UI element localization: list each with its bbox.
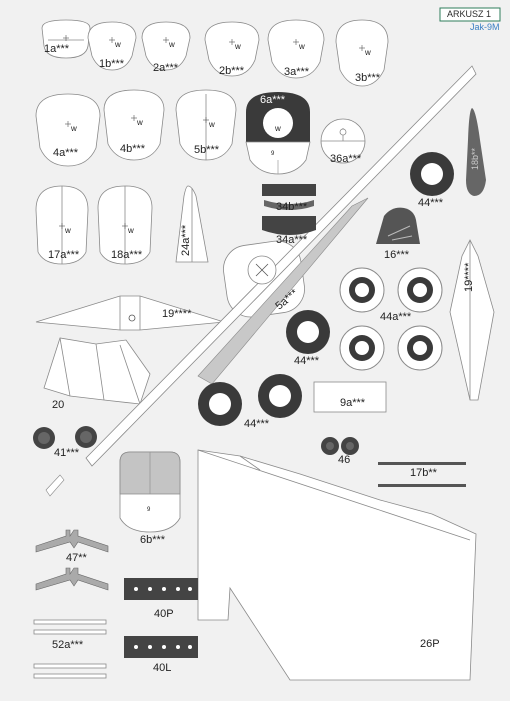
label-17a: 17a*** — [48, 249, 80, 261]
wheel-44-low-1 — [198, 382, 242, 426]
label-18b: 18b** — [470, 147, 480, 170]
label-w-3b: w — [365, 48, 371, 57]
part-40L-shape — [124, 636, 198, 658]
label-w-1b: w — [115, 40, 121, 49]
wheel-44-low-2 — [258, 374, 302, 418]
label-w-5b: w — [209, 120, 215, 129]
label-6b: 6b*** — [140, 534, 166, 546]
label-4a: 4a*** — [53, 147, 79, 159]
label-36a: 36a*** — [330, 153, 362, 165]
wheel-44a-3 — [339, 325, 385, 371]
label-4b: 4b*** — [120, 143, 146, 155]
label-47: 47** — [66, 552, 87, 564]
wheel-44a-2 — [397, 267, 443, 313]
part-47-struts — [35, 529, 109, 591]
label-17b: 17b** — [410, 467, 437, 479]
short-spar — [45, 474, 65, 497]
model-name: Jak-9M — [470, 22, 500, 32]
label-46: 46 — [338, 454, 351, 466]
label-2b: 2b*** — [219, 65, 245, 77]
label-5b: 5b*** — [194, 144, 220, 156]
wheel-44a-1 — [339, 267, 385, 313]
long-spar — [85, 65, 477, 467]
label-44-top: 44*** — [418, 197, 444, 209]
label-19-right: 19**** — [463, 262, 475, 292]
wheel-41-2 — [75, 426, 97, 448]
label-2a: 2a*** — [153, 62, 179, 74]
label-w-18a: w — [128, 226, 134, 235]
part-3b-shape — [335, 19, 389, 87]
wheel-46-2 — [341, 437, 359, 455]
label-9-6b: 9 — [147, 507, 151, 513]
label-34a: 34a*** — [276, 234, 308, 246]
part-2a-shape — [141, 21, 191, 71]
label-w-6a: w — [275, 124, 281, 133]
label-44a: 44a*** — [380, 311, 412, 323]
label-w-2b: w — [235, 42, 241, 51]
label-6a: 6a*** — [260, 94, 286, 106]
part-4b-shape — [103, 89, 165, 161]
part-2b-shape — [204, 21, 260, 77]
part-34b-shape — [262, 184, 316, 196]
label-w-4b: w — [137, 118, 143, 127]
label-19-left: 19**** — [162, 308, 192, 320]
label-16: 16*** — [384, 249, 410, 261]
wheel-44a-4 — [397, 325, 443, 371]
label-3a: 3a*** — [284, 66, 310, 78]
part-19-left-shape — [35, 295, 225, 331]
label-41: 41*** — [54, 447, 80, 459]
label-9a: 9a*** — [340, 397, 366, 409]
part-19-right-shape — [449, 239, 495, 401]
part-20-shape — [43, 337, 151, 405]
part-40P-shape — [124, 578, 198, 600]
part-1b-shape — [87, 21, 137, 71]
label-w-17a: w — [65, 226, 71, 235]
part-4a-shape — [35, 93, 101, 167]
label-24a: 24a*** — [180, 224, 192, 256]
label-34b: 34b*** — [276, 201, 308, 213]
label-9-6a: 9 — [271, 151, 275, 157]
wheel-44-top — [410, 152, 454, 196]
sheet-label: ARKUSZ 1 — [447, 9, 492, 19]
label-44-low: 44*** — [244, 418, 270, 430]
label-1b: 1b*** — [99, 58, 125, 70]
label-40L: 40L — [153, 662, 172, 674]
long-spar-grey-section — [197, 197, 369, 385]
label-40P: 40P — [154, 608, 174, 620]
label-44-mid: 44*** — [294, 355, 320, 367]
label-w-2a: w — [169, 40, 175, 49]
label-3b: 3b*** — [355, 72, 381, 84]
label-52a: 52a*** — [52, 639, 84, 651]
part-9a-shape — [313, 381, 387, 413]
label-1a: 1a*** — [44, 43, 70, 55]
part-34a-shape — [262, 216, 316, 235]
part-3a-shape — [267, 19, 325, 79]
label-20: 20 — [52, 399, 65, 411]
part-26P-shape — [197, 449, 477, 681]
wheel-46-1 — [321, 437, 339, 455]
label-w-3a: w — [299, 42, 305, 51]
part-18b-shape — [466, 108, 486, 196]
label-26P: 26P — [420, 638, 440, 650]
wheel-41-1 — [33, 427, 55, 449]
label-w-4a: w — [71, 124, 77, 133]
wheel-44-mid — [286, 310, 330, 354]
label-18a: 18a*** — [111, 249, 143, 261]
part-16-shape — [376, 207, 420, 244]
